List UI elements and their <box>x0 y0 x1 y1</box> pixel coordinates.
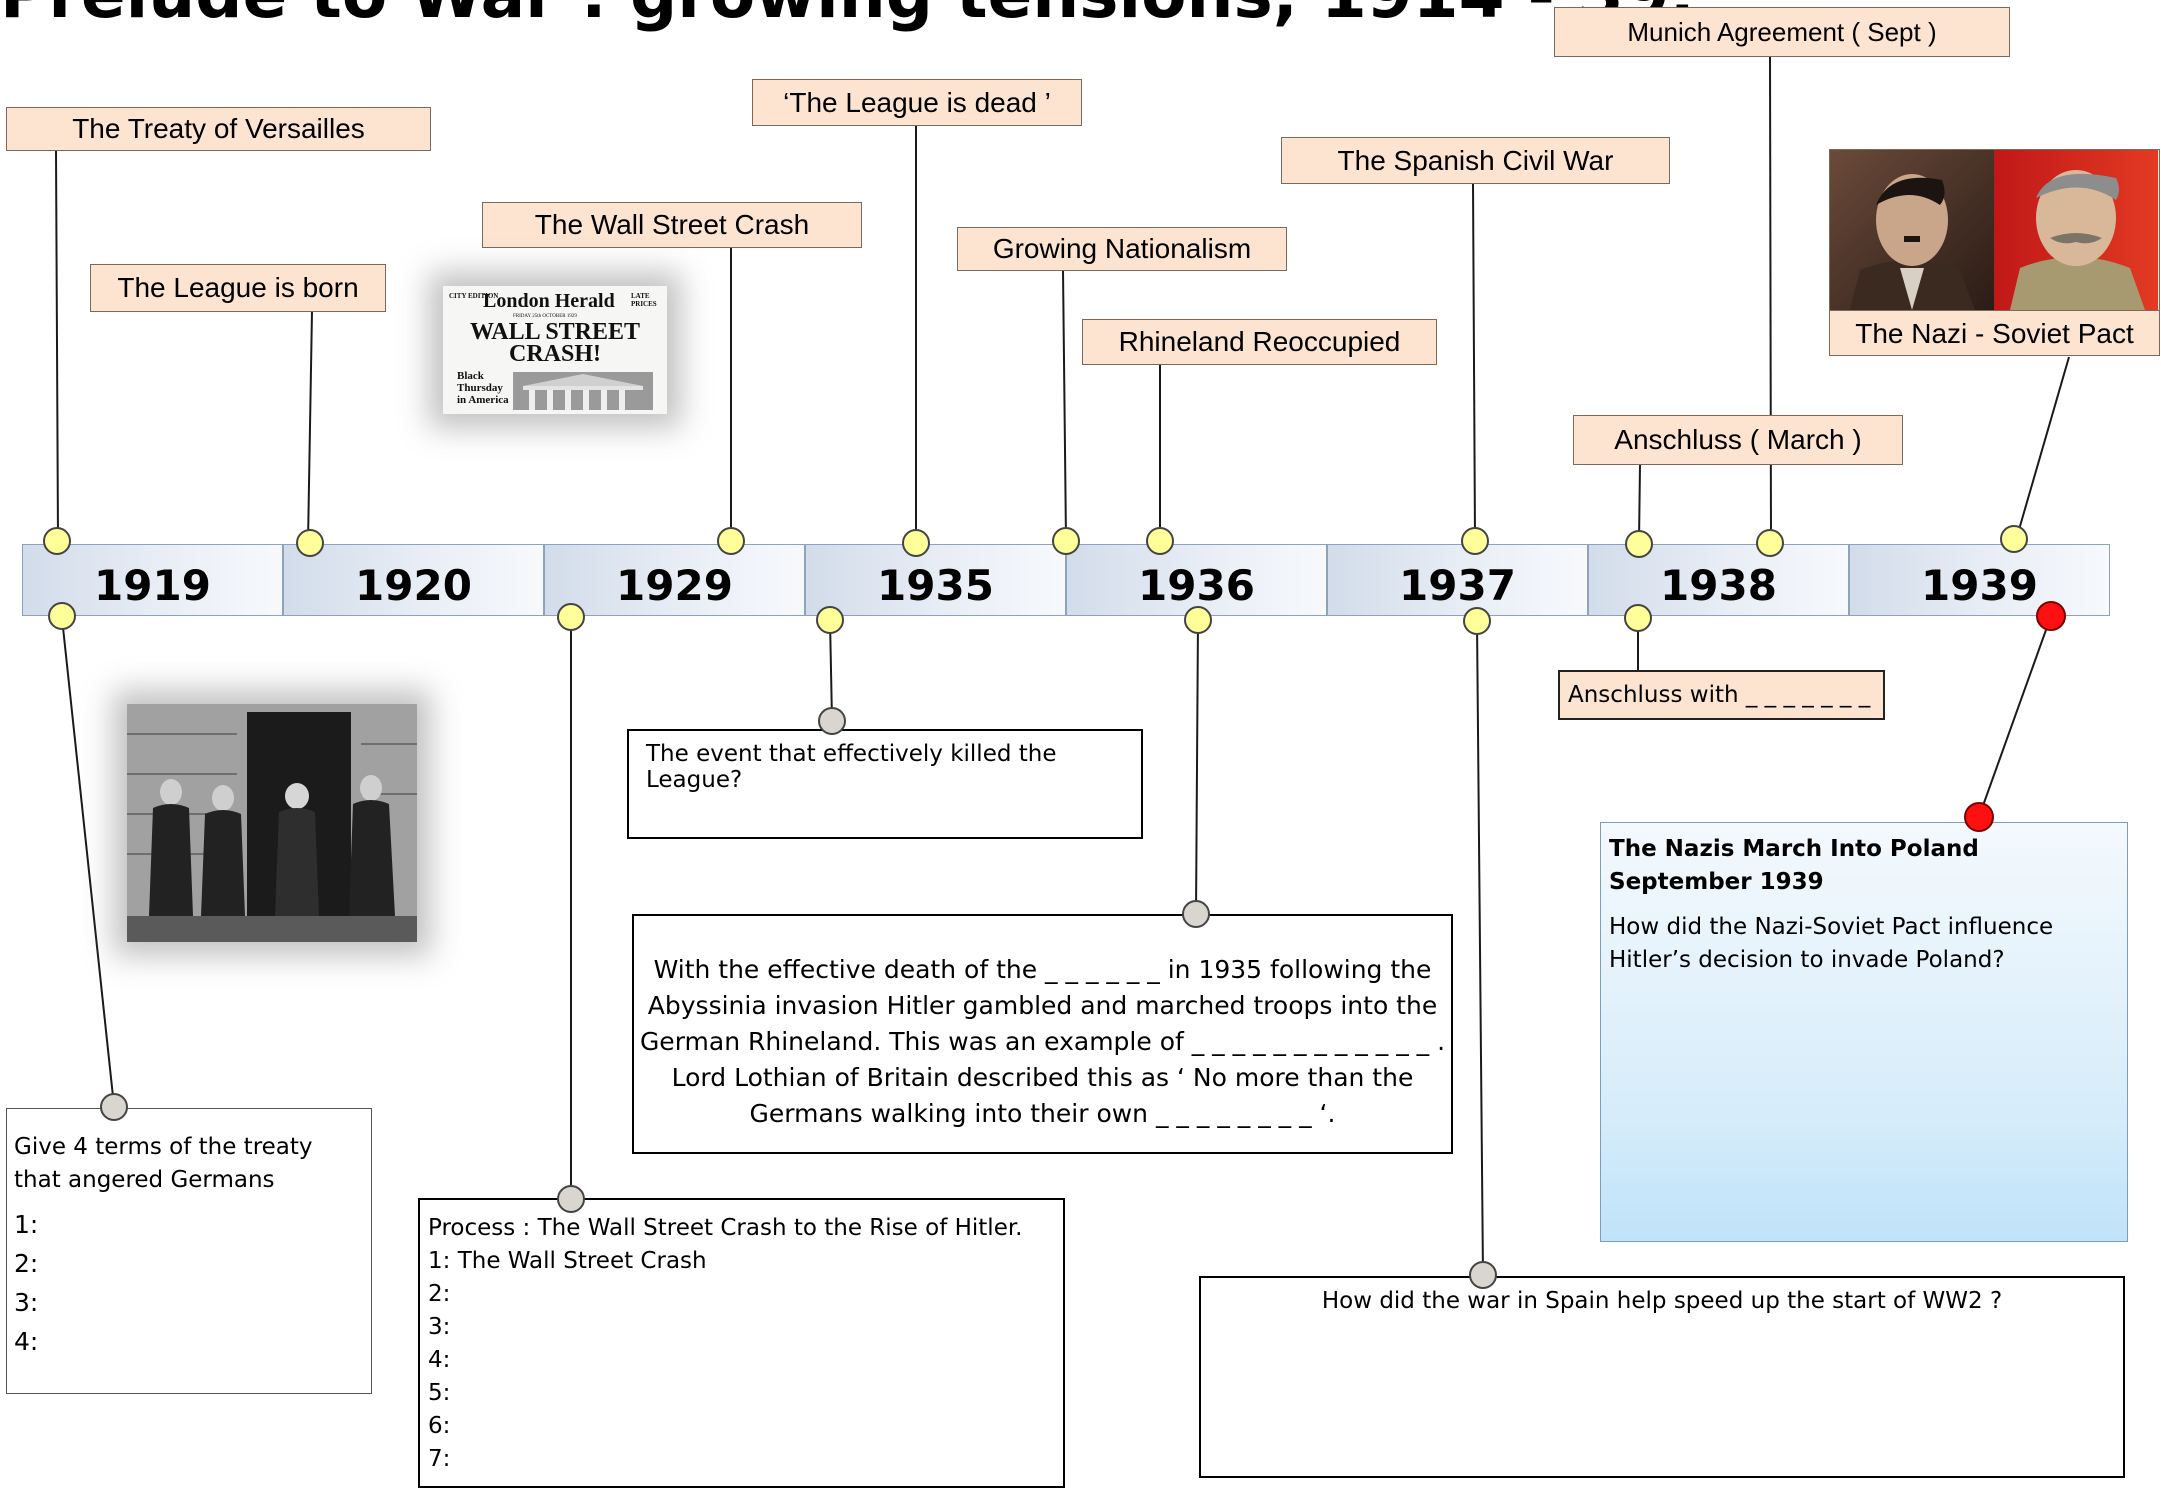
year-1937: 1937 <box>1327 544 1588 616</box>
rhineland-cloze-text: With the effective death of the _ _ _ _ … <box>639 955 1446 1128</box>
connector-nazi-soviet <box>2015 356 2070 541</box>
process-prompt: Process : The Wall Street Crash to the R… <box>428 1215 1023 1241</box>
timeline-dot <box>1184 606 1212 634</box>
nazi-soviet-pact-label: The Nazi - Soviet Pact <box>1830 310 2159 356</box>
treaty-term-4: 4: <box>14 1327 39 1356</box>
big-four-photo-icon <box>127 704 417 942</box>
connector-cloze <box>1195 619 1199 915</box>
hitler-stalin-photo <box>1830 150 2158 310</box>
league-killer-box[interactable]: The event that effectively killed the Le… <box>627 729 1143 839</box>
treaty-term-2: 2: <box>14 1249 39 1278</box>
rhineland-cloze-box[interactable]: With the effective death of the _ _ _ _ … <box>632 914 1453 1154</box>
box-connector-dot <box>1182 900 1210 928</box>
spain-box[interactable]: How did the war in Spain help speed up t… <box>1199 1276 2125 1478</box>
event-wall-street-crash: The Wall Street Crash <box>482 202 862 248</box>
process-step-4: 4: <box>428 1347 451 1373</box>
newspaper-headline-2: CRASH! <box>508 341 601 367</box>
timeline-dot <box>43 527 71 555</box>
timeline-dot <box>557 603 585 631</box>
process-step-1: 1: The Wall Street Crash <box>428 1248 707 1274</box>
timeline-dot <box>1052 527 1080 555</box>
connector-league-killer <box>829 619 833 721</box>
timeline-dot <box>296 529 324 557</box>
connector-poland <box>1979 615 2052 815</box>
nazi-soviet-pact-card: The Nazi - Soviet Pact <box>1829 149 2160 356</box>
newspaper-edition: CITY EDITION <box>449 292 499 300</box>
process-step-7: 7: <box>428 1446 451 1472</box>
timeline-dot <box>1461 527 1489 555</box>
event-growing-nationalism: Growing Nationalism <box>957 227 1287 271</box>
year-1938: 1938 <box>1588 544 1849 616</box>
process-step-6: 6: <box>428 1413 451 1439</box>
event-league-born: The League is born <box>90 264 386 312</box>
treaty-terms-prompt: Give 4 terms of the treaty that angered … <box>14 1134 313 1193</box>
timeline-dot <box>1756 529 1784 557</box>
newspaper-late: LATE PRICES <box>631 292 657 308</box>
newspaper-headline-1: WALL STREET <box>469 319 641 345</box>
connector-treaty-terms <box>61 617 115 1107</box>
newspaper-building-icon <box>513 372 653 410</box>
connector-versailles <box>55 149 59 541</box>
event-anschluss-with: Anschluss with _ _ _ _ _ _ _ <box>1558 670 1885 720</box>
timeline-dot-red <box>2036 601 2066 631</box>
timeline-dot <box>816 606 844 634</box>
box-connector-dot-red <box>1964 802 1994 832</box>
event-rhineland-reoccupied: Rhineland Reoccupied <box>1082 319 1437 365</box>
box-connector-dot <box>818 707 846 735</box>
newspaper-photo: CITY EDITION London Herald LATE PRICES F… <box>443 286 667 414</box>
event-anschluss: Anschluss ( March ) <box>1573 415 1903 465</box>
timeline-dot <box>48 602 76 630</box>
process-step-5: 5: <box>428 1380 451 1406</box>
timeline-dot <box>1463 607 1491 635</box>
poland-question: How did the Nazi-Soviet Pact influence H… <box>1609 914 2054 973</box>
process-box[interactable]: Process : The Wall Street Crash to the R… <box>418 1198 1065 1488</box>
year-1919: 1919 <box>22 544 283 616</box>
poland-subheading: September 1939 <box>1609 869 1824 895</box>
newspaper-date: FRIDAY 25th OCTOBER 1929 <box>513 314 577 319</box>
poland-heading: The Nazis March Into Poland <box>1609 836 1979 862</box>
event-munich-agreement: Munich Agreement ( Sept ) <box>1554 7 2010 57</box>
league-killer-prompt: The event that effectively killed the Le… <box>646 741 1057 793</box>
box-connector-dot <box>1469 1261 1497 1289</box>
page-title: Prelude to War : growing tensions, 1914 … <box>0 0 1695 33</box>
timeline-dot <box>2000 525 2028 553</box>
connector-munich <box>1769 55 1772 543</box>
year-1939: 1939 <box>1849 544 2110 616</box>
newspaper-sub: Black Thursday in America <box>457 370 509 406</box>
year-1936: 1936 <box>1066 544 1327 616</box>
timeline-dot <box>902 529 930 557</box>
year-1929: 1929 <box>544 544 805 616</box>
box-connector-dot <box>557 1185 585 1213</box>
connector-spanish-war <box>1472 182 1476 541</box>
timeline-dot <box>1146 527 1174 555</box>
connector-league-born <box>307 310 313 543</box>
year-1920: 1920 <box>283 544 544 616</box>
treaty-terms-box[interactable]: Give 4 terms of the treaty that angered … <box>6 1108 372 1394</box>
newspaper-sub-line: Black <box>457 370 484 382</box>
box-connector-dot <box>100 1093 128 1121</box>
event-treaty-of-versailles: The Treaty of Versailles <box>6 107 431 151</box>
spain-prompt: How did the war in Spain help speed up t… <box>1321 1288 2003 1314</box>
timeline-dot <box>1625 530 1653 558</box>
newspaper-sub-line: in America <box>457 394 509 406</box>
process-step-3: 3: <box>428 1314 451 1340</box>
poland-box[interactable]: The Nazis March Into Poland September 19… <box>1600 822 2128 1242</box>
timeline-dot <box>717 527 745 555</box>
newspaper-masthead: London Herald <box>483 290 615 312</box>
timeline-dot <box>1624 604 1652 632</box>
connector-spain <box>1476 621 1484 1277</box>
year-1935: 1935 <box>805 544 1066 616</box>
event-spanish-civil-war: The Spanish Civil War <box>1281 137 1670 184</box>
treaty-term-1: 1: <box>14 1210 39 1239</box>
connector-nationalism <box>1062 269 1067 541</box>
event-league-dead: ‘The League is dead ’ <box>752 79 1082 126</box>
newspaper-sub-line: Thursday <box>457 382 503 394</box>
treaty-term-3: 3: <box>14 1288 39 1317</box>
process-step-2: 2: <box>428 1281 451 1307</box>
versailles-photo <box>127 704 417 942</box>
